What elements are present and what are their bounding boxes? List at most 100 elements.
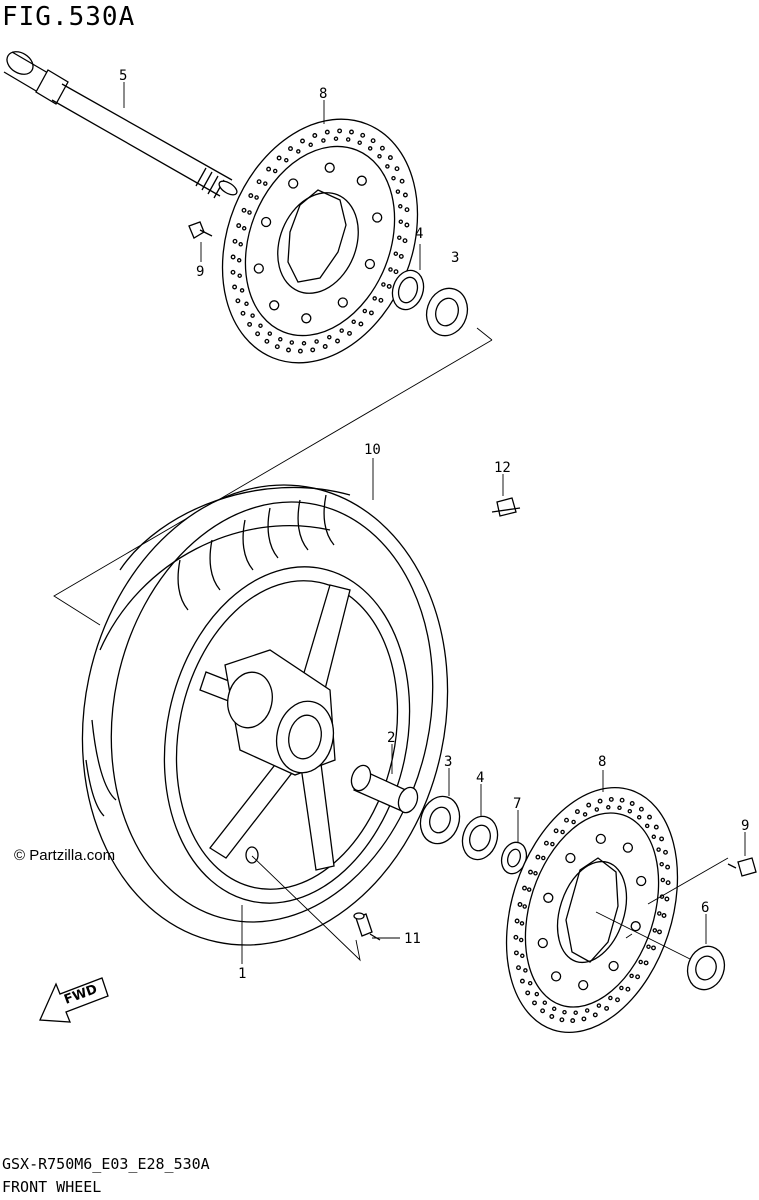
disc-hole (248, 193, 254, 199)
disc-hole (604, 1005, 610, 1011)
disc-hole (397, 235, 402, 240)
disc-hole (629, 973, 634, 979)
callout-9b: 9 (741, 818, 749, 834)
disc-hole (385, 164, 390, 169)
disc-hole (358, 321, 364, 327)
disc-hole (596, 1003, 602, 1008)
disc-hole (393, 251, 399, 256)
disc-hole (651, 834, 657, 840)
disc-hole (638, 806, 644, 812)
disc-hole (300, 138, 305, 144)
disc-hole (301, 341, 307, 346)
valve[interactable] (353, 912, 381, 941)
disc-hole (367, 146, 373, 151)
disc-rivet (595, 833, 606, 845)
disc-hole (370, 138, 376, 144)
disc-rivet (253, 263, 264, 274)
disc-hole (239, 288, 245, 293)
disc-hole (230, 269, 236, 275)
disc-hole (258, 323, 263, 328)
disc-hole (391, 175, 396, 181)
disc-hole (553, 828, 559, 834)
disc-hole (244, 301, 249, 307)
disc-hole (522, 885, 527, 891)
disc-hole (404, 207, 410, 213)
figure-code: GSX-R750M6_E03_E28_530A (2, 1155, 210, 1173)
disc-hole (522, 904, 527, 909)
disc-hole (532, 1000, 537, 1006)
disc-hole (659, 861, 664, 867)
disc-hole (559, 1017, 565, 1023)
brake-disc-lower[interactable] (477, 765, 707, 1054)
disc-hole (267, 331, 273, 336)
disc-hole (571, 819, 576, 825)
callout-8b: 8 (598, 754, 606, 770)
disc-hole (404, 222, 410, 228)
oil-seal-lower[interactable] (457, 812, 503, 864)
disc-hole (247, 210, 252, 215)
disc-hole (274, 344, 280, 350)
callout-10: 10 (364, 442, 381, 458)
disc-hole (560, 829, 565, 835)
wheel-rim[interactable] (134, 544, 439, 926)
brake-disc-top[interactable] (187, 90, 452, 393)
disc-hole (543, 840, 549, 846)
disc-rivet (578, 979, 589, 991)
disc-hole (362, 308, 368, 314)
disc-hole (238, 242, 243, 247)
callout-4b: 4 (476, 770, 484, 786)
disc-hole (659, 836, 665, 842)
spacer[interactable] (348, 763, 421, 816)
callout-5: 5 (119, 68, 127, 84)
disc-hole (665, 864, 671, 870)
disc-hole (232, 238, 238, 244)
disc-rivet (288, 178, 299, 189)
disc-hole (535, 854, 541, 860)
disc-hole (254, 195, 259, 200)
callout-11: 11 (404, 931, 421, 947)
disc-hole (657, 929, 662, 935)
callout-9a: 9 (196, 264, 204, 280)
disc-hole (643, 960, 649, 966)
disc-hole (541, 855, 546, 861)
disc-hole (372, 296, 377, 301)
disc-hole (381, 282, 386, 287)
bearing-top[interactable] (421, 283, 474, 341)
disc-rivet (260, 216, 272, 228)
disc-hole (398, 253, 404, 259)
disc-hole (664, 896, 670, 902)
disc-rivet (630, 921, 641, 932)
callout-6: 6 (701, 900, 709, 916)
disc-hole (617, 805, 622, 811)
bearing-lower[interactable] (415, 791, 466, 848)
disc-hole (663, 849, 668, 855)
disc-hole (236, 258, 242, 263)
disc-hole (608, 995, 613, 1001)
disc-hole (665, 880, 671, 886)
collar[interactable] (682, 942, 730, 995)
disc-hole (519, 921, 525, 926)
balancer-weight[interactable] (491, 497, 521, 517)
disc-bolt-top[interactable] (188, 221, 213, 239)
leader-lines (123, 82, 746, 964)
disc-hole (525, 990, 531, 996)
front-axle[interactable] (3, 47, 239, 199)
disc-hole (564, 817, 569, 823)
disc-hole (310, 347, 316, 353)
disc-hole (378, 297, 384, 303)
oil-seal-top[interactable] (388, 266, 429, 313)
disc-hole (608, 796, 614, 802)
disc-hole (653, 824, 659, 830)
disc-hole (250, 313, 255, 318)
disc-rivet (537, 937, 548, 949)
disc-hole (644, 823, 650, 829)
disc-hole (288, 146, 293, 152)
disc-hole (597, 798, 603, 804)
disc-rivet (356, 175, 367, 186)
disc-hole (636, 815, 642, 820)
disc-hole (263, 181, 268, 186)
disc-bolt-lower[interactable] (727, 857, 757, 877)
disc-rivet (269, 300, 280, 311)
disc-hole (308, 142, 313, 148)
watermark: © Partzilla.com (14, 847, 116, 864)
